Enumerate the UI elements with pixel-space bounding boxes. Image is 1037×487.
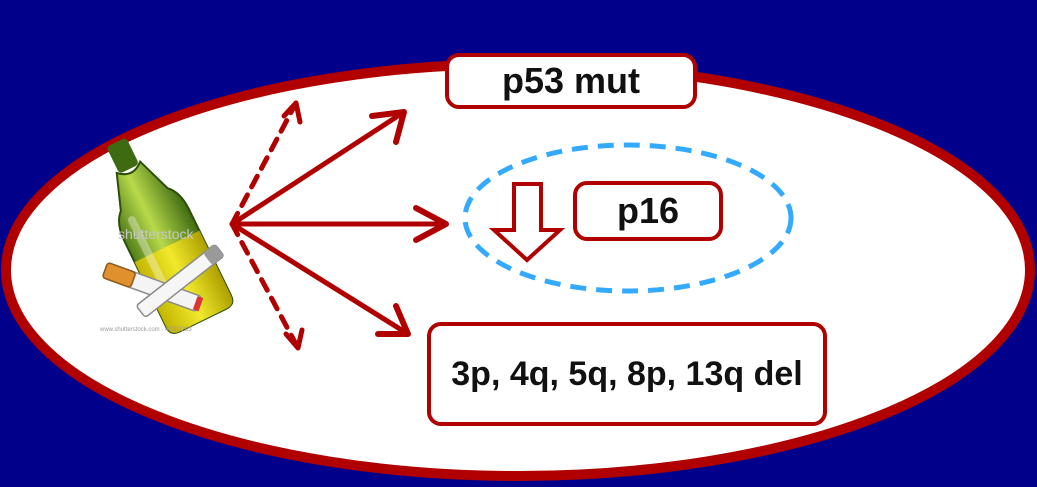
watermark-text: shutterstock [118, 226, 194, 242]
watermark-url-text: www.shutterstock.com · 40202293 [100, 327, 192, 333]
arrow-to-p53 [229, 109, 407, 227]
down-arrow-icon [488, 182, 566, 263]
chromosome-deletions-label: 3p, 4q, 5q, 8p, 13q del [451, 354, 803, 393]
dashed-arrow-up [229, 100, 303, 227]
p16-dashed-ellipse [462, 142, 794, 294]
dashed-arrow-down [229, 221, 305, 351]
p16-label: p16 [616, 190, 680, 232]
arrow-to-deletions [229, 221, 411, 337]
arrow-to-p16 [229, 205, 449, 243]
cigarette-icon [102, 244, 224, 318]
arrows-group [229, 100, 449, 351]
chromosome-deletions-box: 3p, 4q, 5q, 8p, 13q del [427, 322, 827, 426]
p53-mutation-label: p53 mut [501, 60, 641, 102]
p16-box: p16 [573, 181, 723, 241]
p53-mutation-box: p53 mut [445, 53, 697, 109]
